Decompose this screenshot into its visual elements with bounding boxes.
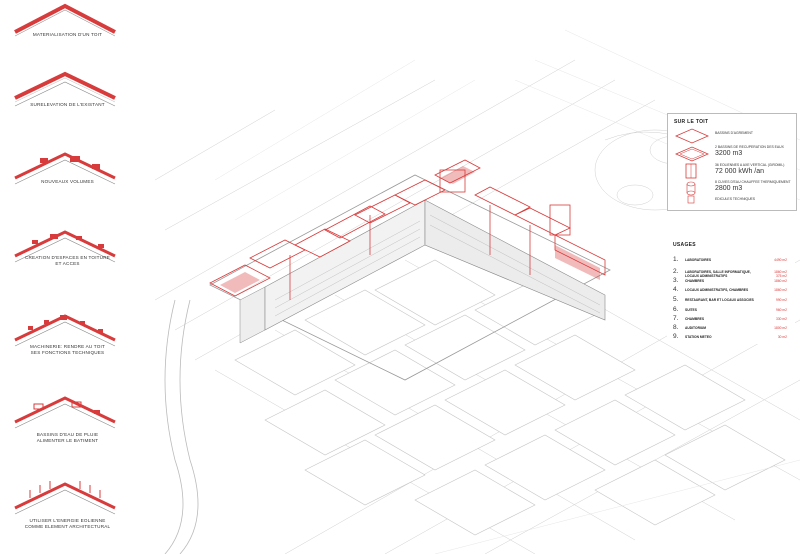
usages-panel: USAGES 1. LABORATOIRES 4490 m2 2. LABORA…	[667, 240, 795, 344]
roof-step-6-drawing	[14, 396, 116, 429]
usage-area: 330 m2	[776, 317, 787, 321]
roof-steps-column: MATERIALISATION D'UN TOIT SURELEVATION D…	[0, 0, 135, 554]
usage-area: 1860 m2	[774, 279, 787, 283]
step-2: SURELEVATION DE L'EXISTANT	[0, 70, 135, 130]
roof-item-label: BASSINS D'AGREMENT	[715, 131, 753, 135]
usage-number: 5.	[673, 296, 679, 303]
roof-item-3: 36 EOLIENNES A AXE VERTICAL (GIROMIL) 72…	[668, 162, 796, 184]
technical-kiosk-icon	[687, 195, 695, 204]
usage-row-4: 4. LOCAUX ADMINISTRATIFS, CHAMBRES 1860 …	[667, 286, 793, 298]
pool-icon	[675, 128, 709, 144]
usage-number: 9.	[673, 333, 679, 340]
usage-row-8: 8. AUDITORIUM 1800 m2	[667, 324, 793, 336]
water-tank-icon	[686, 181, 696, 196]
wind-turbine-icon	[685, 163, 697, 179]
axonometric-site-plan	[154, 29, 800, 554]
step-label: MATERIALISATION D'UN TOIT	[32, 32, 103, 37]
roof-item-label: EDICULES TECHNIQUES	[715, 197, 756, 201]
roof-item-value: 72 000 kWh /an	[715, 168, 765, 175]
usage-label: AUDITORIUM	[685, 326, 707, 330]
usage-label: RESTAURANT, BAR ET LOCAUX ASSOCIES	[685, 298, 754, 302]
roof-step-4-drawing	[14, 230, 116, 263]
roof-additions	[209, 159, 606, 300]
usage-number: 4.	[673, 286, 679, 293]
usage-number: 3.	[673, 277, 679, 284]
usage-label: CHAMBRES	[685, 279, 705, 283]
roof-step-7-drawing	[14, 481, 116, 515]
usage-label: LABORATOIRES	[685, 258, 712, 262]
usage-row-7: 7. CHAMBRES 330 m2	[667, 315, 793, 327]
step-3: NOUVEAUX VOLUMES	[0, 148, 135, 208]
usage-number: 6.	[673, 306, 679, 313]
usage-area: 1860 m2	[774, 288, 787, 292]
roof-panel-title: SUR LE TOIT	[674, 119, 709, 125]
usage-area: 30 m2	[777, 335, 787, 339]
usages-panel-title: USAGES	[673, 242, 696, 248]
usage-row-1: 1. LABORATOIRES 4490 m2	[667, 256, 793, 268]
usage-row-3: 3. CHAMBRES 1860 m2	[667, 277, 793, 289]
usage-area: 990 m2	[776, 298, 787, 302]
usage-area: 4490 m2	[774, 258, 787, 262]
usage-label: SUITES	[685, 308, 697, 312]
step-label: NOUVEAUX VOLUMES	[41, 179, 94, 184]
step-label: SURELEVATION DE L'EXISTANT	[30, 102, 105, 107]
step-1: MATERIALISATION D'UN TOIT	[0, 0, 135, 60]
usage-number: 2.	[673, 268, 679, 275]
roof-item-5: EDICULES TECHNIQUES	[668, 194, 796, 216]
roof-item-2: 2 BASSINS DE RECUPERATION DES EAUX 3200 …	[668, 144, 796, 166]
usage-number: 1.	[673, 256, 679, 263]
main-building	[209, 159, 611, 381]
usage-label: CHAMBRES	[685, 317, 705, 321]
roof-step-5-drawing	[14, 314, 116, 347]
roof-item-4: 8 CUVES D'EAU CHAUFFEE THERMIQUEMENT 280…	[668, 179, 796, 201]
roof-item-value: 2800 m3	[715, 185, 743, 192]
roof-step-3-drawing	[14, 152, 116, 185]
roof-item-value: 3200 m3	[715, 150, 743, 157]
roof-item-1: BASSINS D'AGREMENT	[668, 126, 796, 148]
railway-curve	[164, 299, 184, 554]
railway-curve-2	[179, 299, 199, 554]
roof-item-label: 36 EOLIENNES A AXE VERTICAL (GIROMIL)	[715, 163, 785, 167]
roof-step-2-drawing	[14, 71, 116, 107]
roof-legend-panel: SUR LE TOIT BASSINS D'AGREMENT 2 BASSINS…	[667, 113, 797, 211]
usage-number: 7.	[673, 315, 679, 322]
usage-label: LOCAUX ADMINISTRATIFS, CHAMBRES	[685, 288, 749, 292]
usage-row-5: 5. RESTAURANT, BAR ET LOCAUX ASSOCIES 99…	[667, 296, 793, 308]
usage-label: STATION METEO	[685, 335, 712, 339]
usage-row-2: 2. LABORATOIRES, SALLE INFORMATIQUE, LOC…	[667, 268, 793, 280]
usage-label: LABORATOIRES, SALLE INFORMATIQUE, LOCAUX…	[685, 270, 751, 278]
rain-basin-icon	[675, 146, 709, 162]
roof-red-fills	[220, 166, 600, 293]
usage-area: 960 m2	[776, 308, 787, 312]
roof-item-label: 8 CUVES D'EAU CHAUFFEE THERMIQUEMENT	[715, 180, 791, 184]
roof-step-1-drawing	[14, 3, 116, 37]
usage-number: 8.	[673, 324, 679, 331]
usage-row-9: 9. STATION METEO 30 m2	[667, 333, 793, 345]
usage-row-6: 6. SUITES 960 m2	[667, 306, 793, 318]
roof-item-label: 2 BASSINS DE RECUPERATION DES EAUX	[715, 145, 784, 149]
usage-area: 1800 m2	[774, 326, 787, 330]
